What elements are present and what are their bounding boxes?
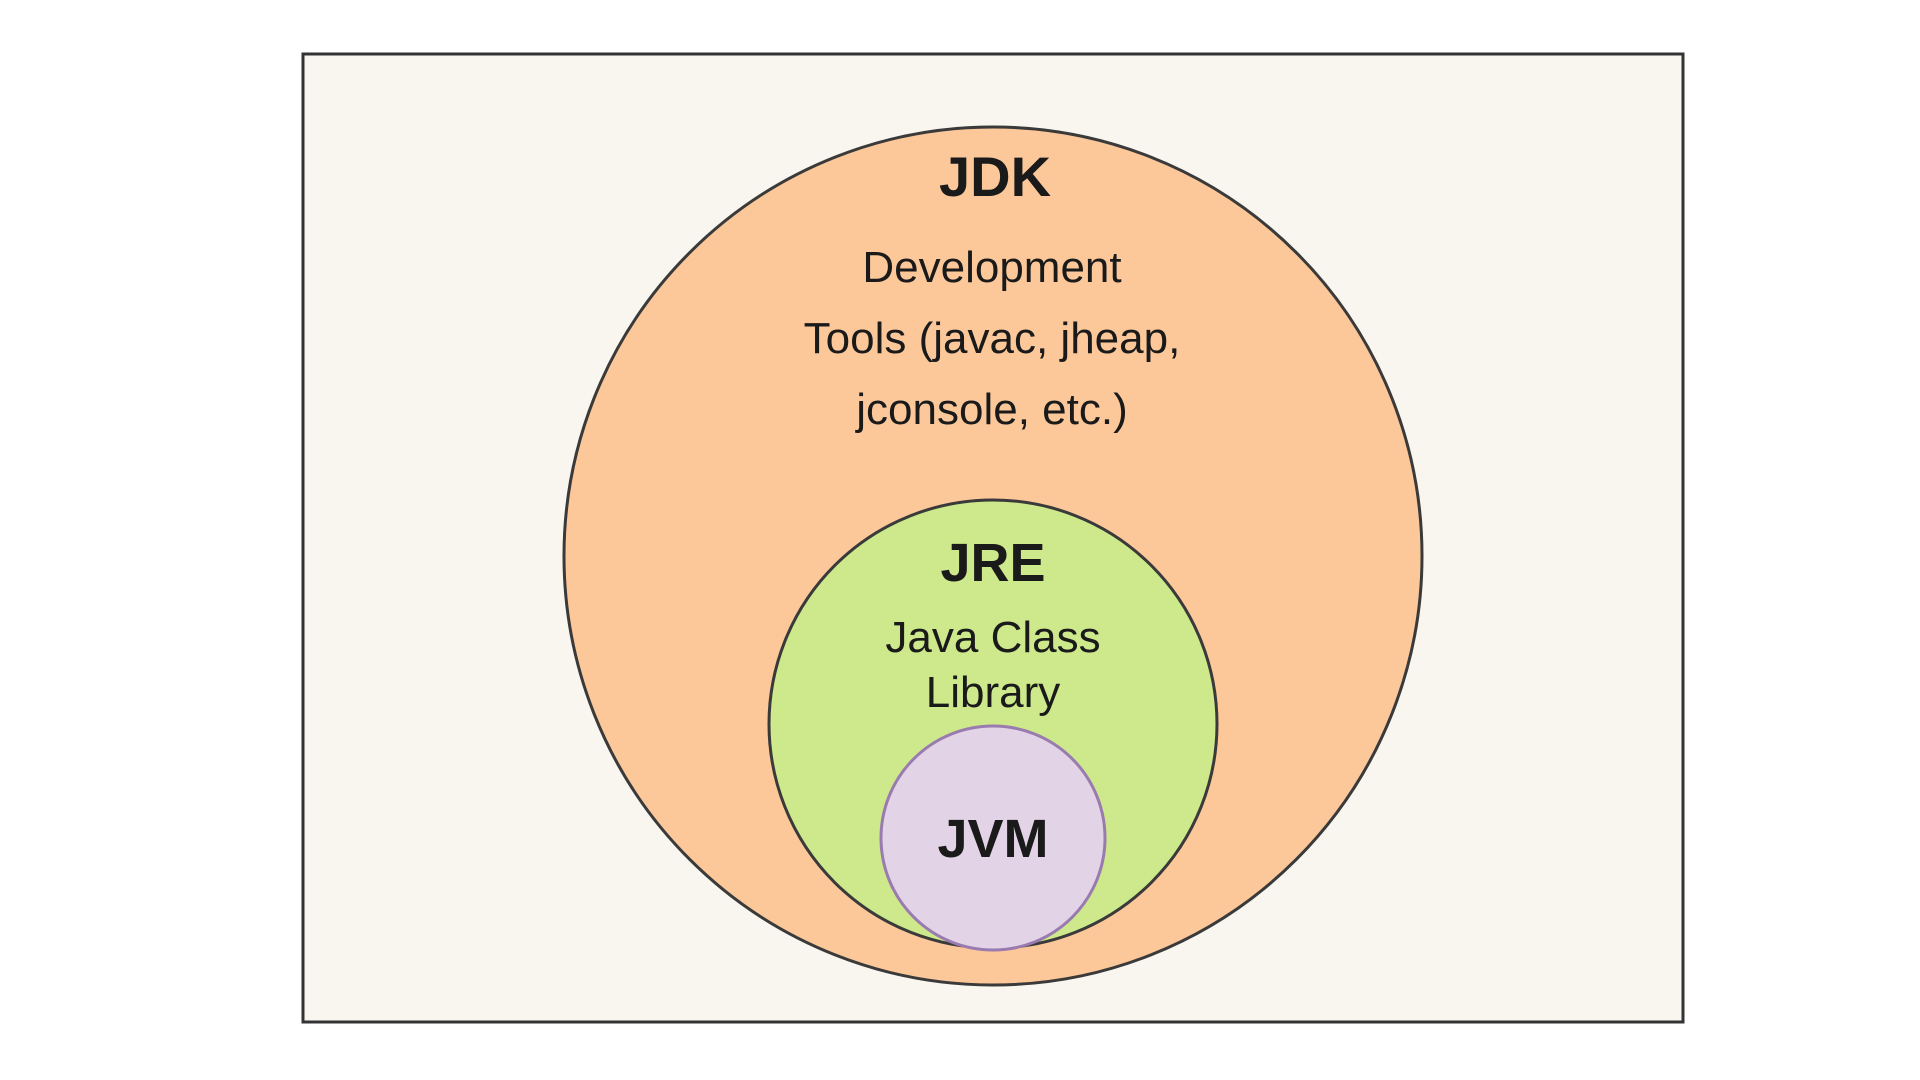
jdk-title: JDK xyxy=(939,145,1051,208)
jre-title: JRE xyxy=(940,533,1045,593)
jre-description-line-2: Library xyxy=(926,668,1061,717)
jdk-description-line-1: Development xyxy=(862,243,1121,292)
jre-description-line-1: Java Class xyxy=(885,613,1100,662)
jvm-title: JVM xyxy=(937,809,1048,869)
jdk-description-line-2: Tools (javac, jheap, xyxy=(804,314,1181,363)
jdk-description-line-3: jconsole, etc.) xyxy=(854,385,1127,434)
jvm-circle xyxy=(879,724,1107,952)
